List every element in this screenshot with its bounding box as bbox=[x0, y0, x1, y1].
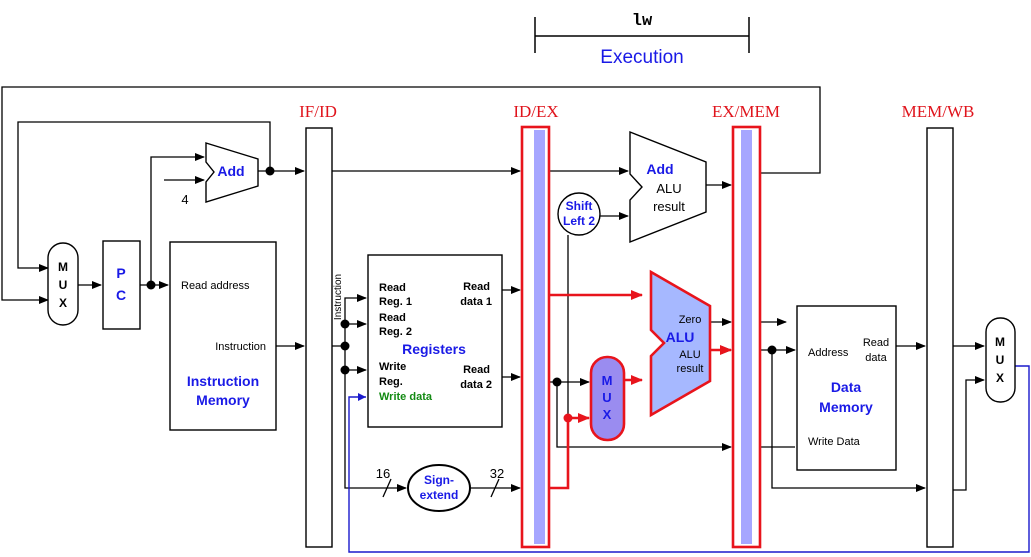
pc-adder-label: Add bbox=[217, 163, 244, 179]
alu-title: ALU bbox=[666, 329, 695, 345]
wb-mux-u: U bbox=[996, 353, 1005, 367]
dmem-address: Address bbox=[808, 347, 849, 359]
read-data2-b: data 2 bbox=[460, 379, 492, 391]
wb-mux-x: X bbox=[996, 371, 1004, 385]
alu-mux-m: M bbox=[602, 373, 613, 388]
pc-mux bbox=[47, 242, 79, 326]
shift-left-1: Shift bbox=[566, 199, 593, 213]
dmem-read-data-2: data bbox=[865, 352, 887, 364]
registers-title: Registers bbox=[402, 341, 466, 357]
alu-result-2: result bbox=[677, 363, 704, 375]
read-reg2-a: Read bbox=[379, 312, 406, 324]
dmem-title-2: Memory bbox=[819, 399, 873, 415]
ex-mem-register bbox=[731, 125, 762, 549]
pc-mux-x: X bbox=[59, 296, 67, 310]
read-data1-a: Read bbox=[463, 281, 490, 293]
pc-mux-m: M bbox=[58, 260, 68, 274]
write-data-port: Write data bbox=[379, 391, 433, 403]
mem-wb-title: MEM/WB bbox=[902, 102, 975, 121]
wb-mux bbox=[985, 317, 1016, 403]
shift-left-2-text: Left 2 bbox=[563, 214, 595, 228]
alu-mux-u: U bbox=[602, 390, 611, 405]
read-data2-a: Read bbox=[463, 364, 490, 376]
pc-mux-u: U bbox=[59, 278, 68, 292]
alu bbox=[649, 269, 712, 418]
bus-width-out: 32 bbox=[490, 466, 504, 481]
read-reg1-a: Read bbox=[379, 282, 406, 294]
alu-result-1: ALU bbox=[679, 349, 700, 361]
read-reg1-b: Reg. 1 bbox=[379, 296, 412, 308]
branch-adder-title: Add bbox=[646, 161, 673, 177]
sign-extend-1: Sign- bbox=[424, 473, 454, 487]
writeback-wire bbox=[348, 365, 1030, 553]
register-file bbox=[367, 254, 503, 428]
alu-src-mux bbox=[589, 355, 626, 442]
wire-junctions bbox=[146, 166, 777, 387]
alu-mux-x: X bbox=[603, 407, 612, 422]
ex-mem-title: EX/MEM bbox=[712, 102, 780, 121]
instruction-memory bbox=[169, 241, 277, 431]
id-ex-title: ID/EX bbox=[513, 102, 558, 121]
pc-label-p: P bbox=[116, 265, 125, 281]
dmem-write-data: Write Data bbox=[808, 436, 861, 448]
branch-adder bbox=[629, 130, 707, 244]
read-reg2-b: Reg. 2 bbox=[379, 326, 412, 338]
shift-left-2 bbox=[557, 192, 601, 236]
active-path bbox=[549, 290, 732, 490]
constant-four: 4 bbox=[181, 192, 188, 207]
sign-extend bbox=[407, 464, 471, 512]
imem-title-2: Memory bbox=[196, 392, 250, 408]
instruction-label: lw bbox=[632, 12, 653, 31]
id-ex-register bbox=[520, 125, 551, 549]
instruction-bus-label: Instruction bbox=[333, 274, 344, 320]
if-id-register bbox=[305, 127, 333, 548]
write-reg-b: Reg. bbox=[379, 376, 403, 388]
mem-wb-register bbox=[926, 127, 954, 548]
read-data1-b: data 1 bbox=[460, 296, 492, 308]
dmem-title-1: Data bbox=[831, 379, 862, 395]
stage-label: Execution bbox=[600, 47, 683, 68]
write-reg-a: Write bbox=[379, 361, 406, 373]
pc-label-c: C bbox=[116, 287, 126, 303]
execution-bracket bbox=[534, 17, 750, 53]
imem-instruction-port: Instruction bbox=[215, 341, 266, 353]
active-junction bbox=[563, 413, 573, 423]
sign-extend-2: extend bbox=[420, 488, 459, 502]
alu-zero: Zero bbox=[679, 314, 702, 326]
if-id-title: IF/ID bbox=[299, 102, 337, 121]
branch-adder-result-1: ALU bbox=[656, 181, 681, 196]
data-memory bbox=[796, 305, 897, 471]
branch-adder-result-2: result bbox=[653, 199, 685, 214]
dmem-read-data-1: Read bbox=[863, 337, 889, 349]
bus-width-in: 16 bbox=[376, 466, 390, 481]
wb-mux-m: M bbox=[995, 335, 1005, 349]
pc-register bbox=[102, 240, 141, 330]
pc-adder bbox=[205, 142, 259, 203]
imem-read-address: Read address bbox=[181, 280, 250, 292]
imem-title-1: Instruction bbox=[187, 373, 259, 389]
